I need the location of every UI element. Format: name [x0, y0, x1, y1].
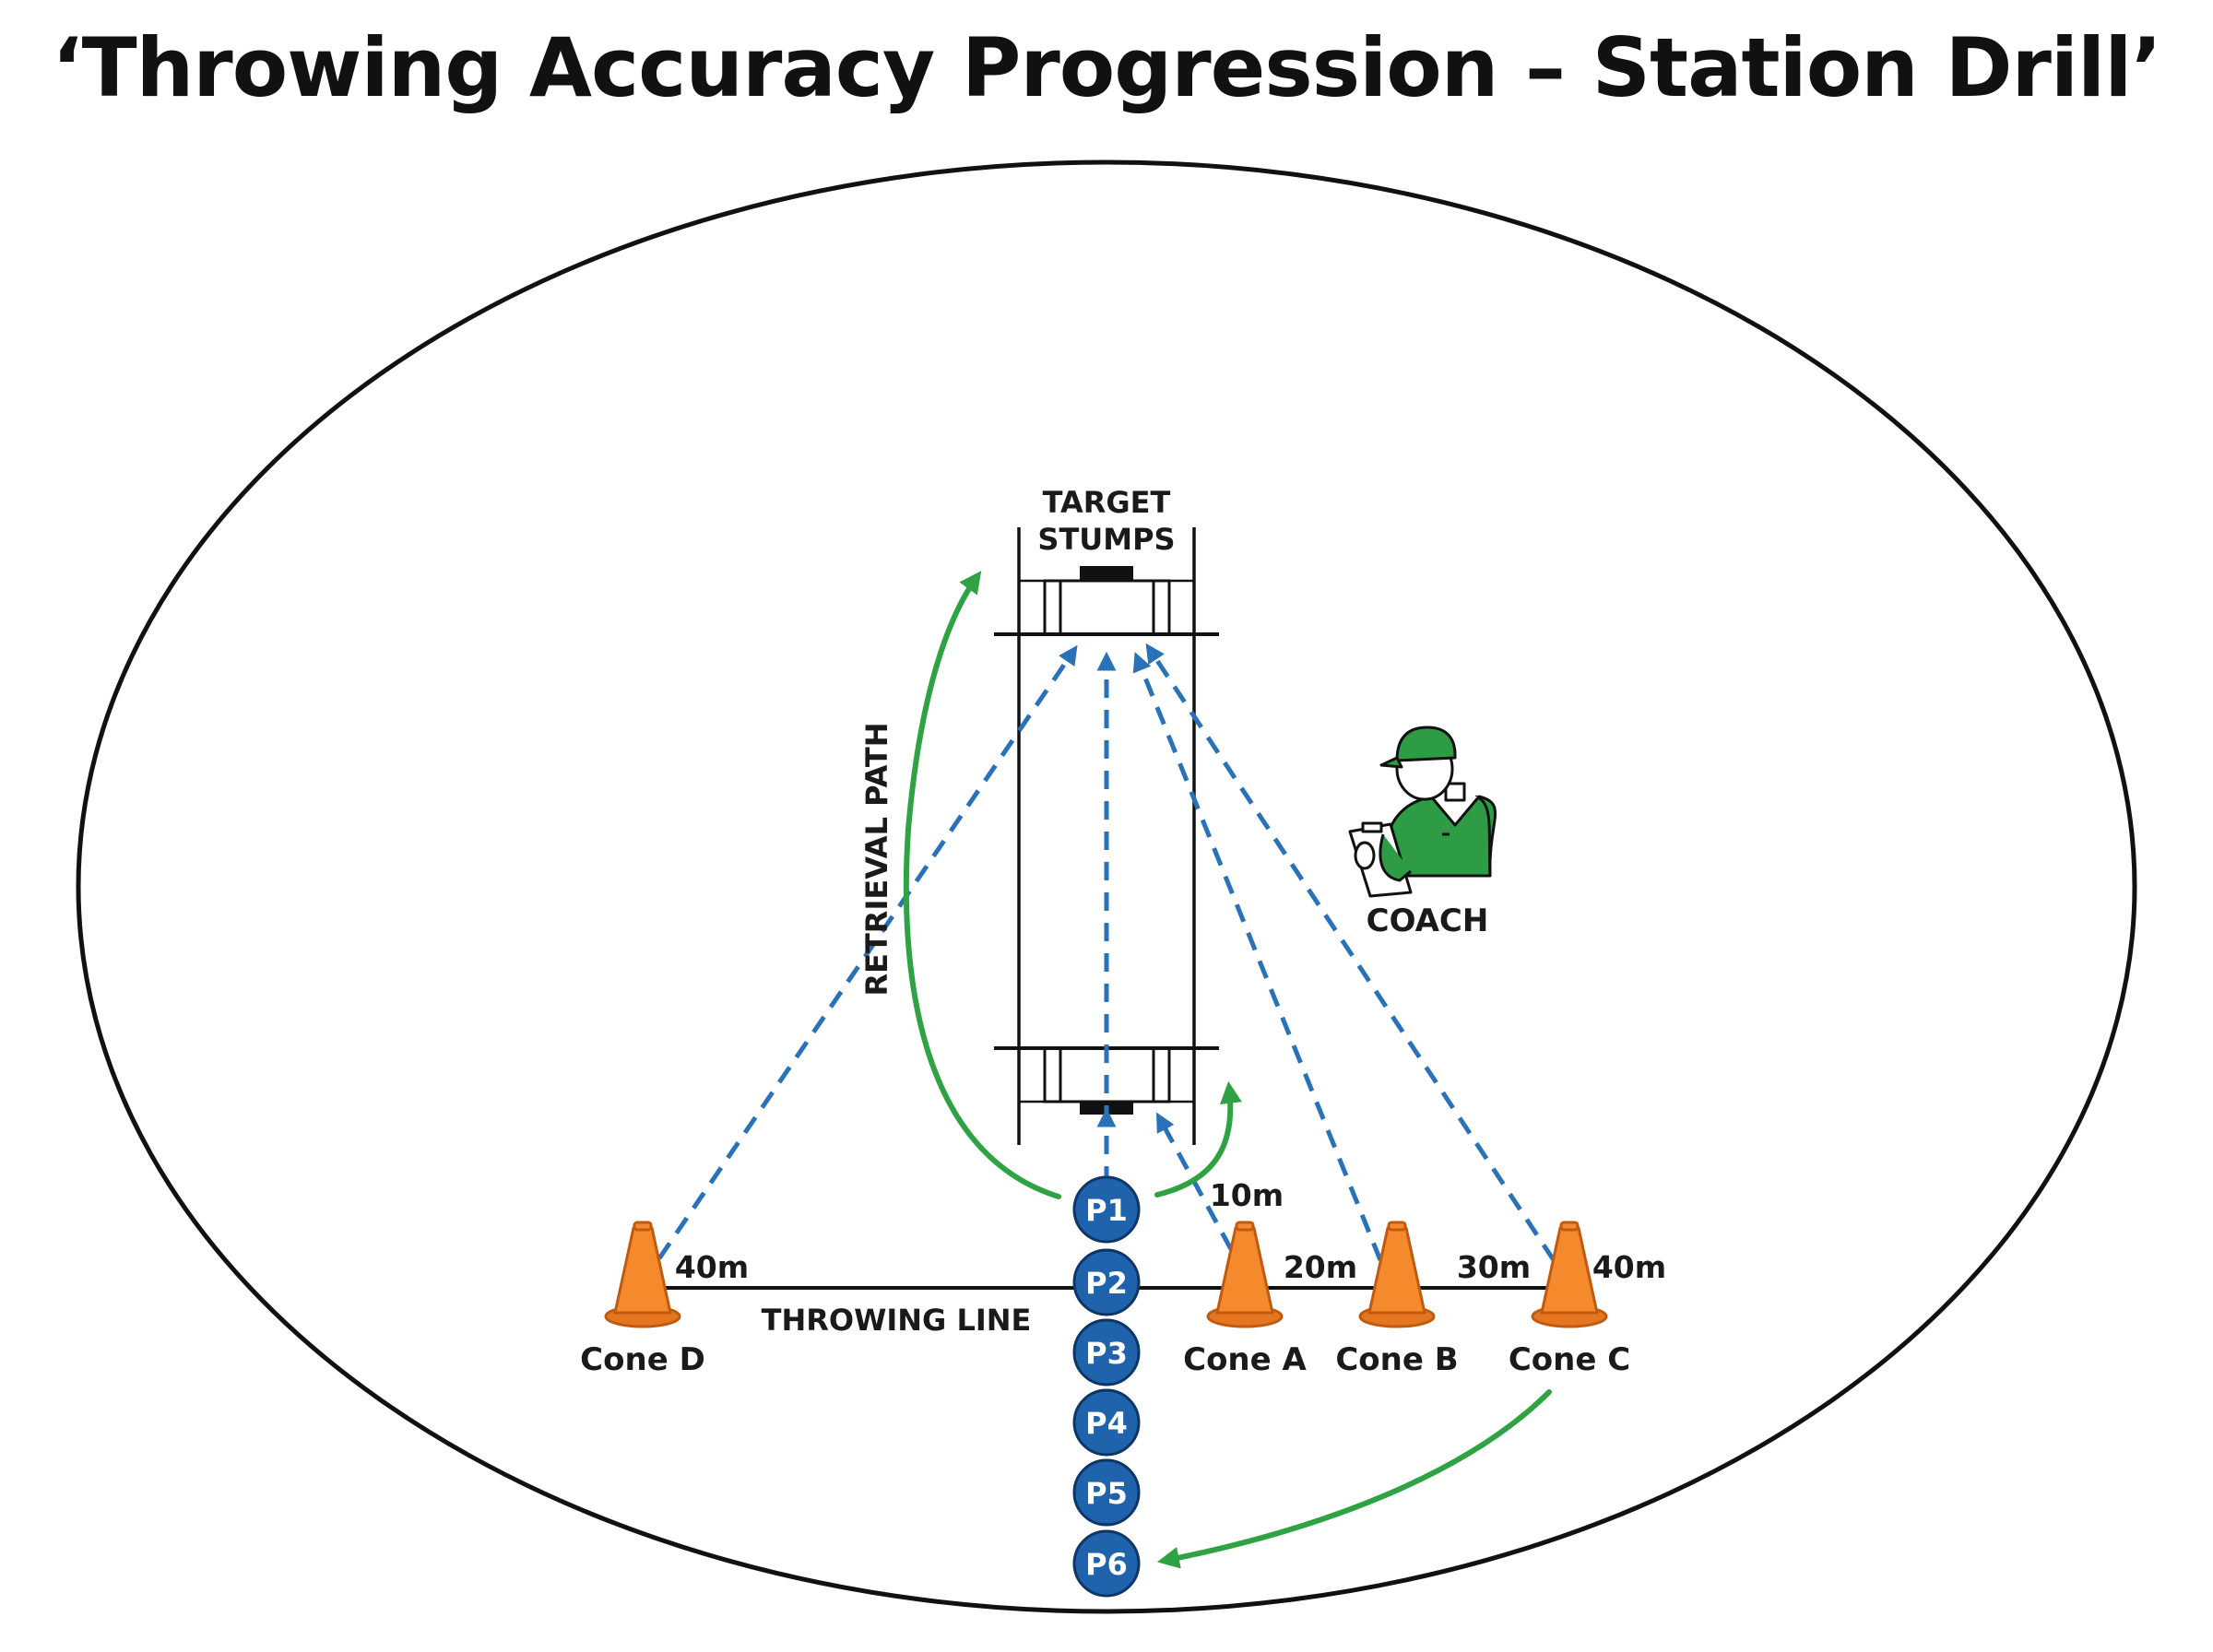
target-label-line2: STUMPS [1037, 522, 1175, 557]
player-p4: P4 [1072, 1388, 1141, 1457]
svg-text:P5: P5 [1085, 1476, 1128, 1511]
distance-label-cone-b: 30m [1457, 1249, 1531, 1285]
retrieval-path-near [1154, 1080, 1242, 1198]
player-p3: P3 [1072, 1318, 1141, 1386]
svg-text:P1: P1 [1085, 1193, 1128, 1228]
cone-d-label: Cone D [580, 1341, 705, 1378]
player-p5: P5 [1072, 1458, 1141, 1527]
throw-path-cone-d [657, 644, 1078, 1260]
traffic-cone-icon [1358, 1221, 1436, 1328]
cone-a: Cone A [1183, 1221, 1308, 1378]
cone-a-label: Cone A [1183, 1341, 1307, 1378]
player-p6: P6 [1072, 1529, 1141, 1598]
target-label-line1: TARGET [1043, 485, 1171, 520]
retrieval-path-return [1156, 1389, 1552, 1569]
cone-b: Cone B [1335, 1221, 1459, 1378]
retrieval-path-main [903, 571, 1061, 1199]
coach: COACH [1348, 726, 1497, 939]
traffic-cone-icon [1206, 1221, 1284, 1328]
svg-text:P6: P6 [1085, 1547, 1128, 1582]
throwing-line-label: THROWING LINE [762, 1303, 1032, 1338]
coach-with-clipboard-icon [1348, 726, 1497, 898]
cone-d: Cone D [580, 1221, 705, 1378]
distance-label-p1: 10m [1210, 1177, 1284, 1213]
svg-text:P3: P3 [1085, 1336, 1128, 1371]
distance-label-cone-d: 40m [675, 1249, 749, 1285]
cone-c: Cone C [1509, 1221, 1630, 1378]
traffic-cone-icon [604, 1221, 681, 1328]
coach-label: COACH [1367, 903, 1489, 939]
field-boundary [76, 159, 2137, 1614]
page-title: ‘Throwing Accuracy Progression – Station… [52, 20, 2162, 115]
svg-text:P4: P4 [1085, 1406, 1128, 1441]
cone-c-label: Cone C [1509, 1341, 1630, 1378]
distance-label-cone-a: 20m [1284, 1249, 1357, 1285]
retrieval-path-label: RETRIEVAL PATH [859, 722, 894, 996]
svg-text:P2: P2 [1085, 1266, 1128, 1301]
throw-path-cone-a [1155, 1112, 1234, 1251]
cone-b-label: Cone B [1335, 1341, 1458, 1378]
distance-label-cone-c: 40m [1592, 1249, 1666, 1285]
player-p2: P2 [1072, 1248, 1141, 1316]
player-p1: P1 [1072, 1175, 1141, 1244]
throw-path-cone-b [1132, 652, 1383, 1261]
target-stumps [1080, 566, 1133, 581]
players: P1 P2 P3 P4 P5 P6 [1072, 1175, 1141, 1598]
throw-path-cone-c [1145, 643, 1556, 1262]
